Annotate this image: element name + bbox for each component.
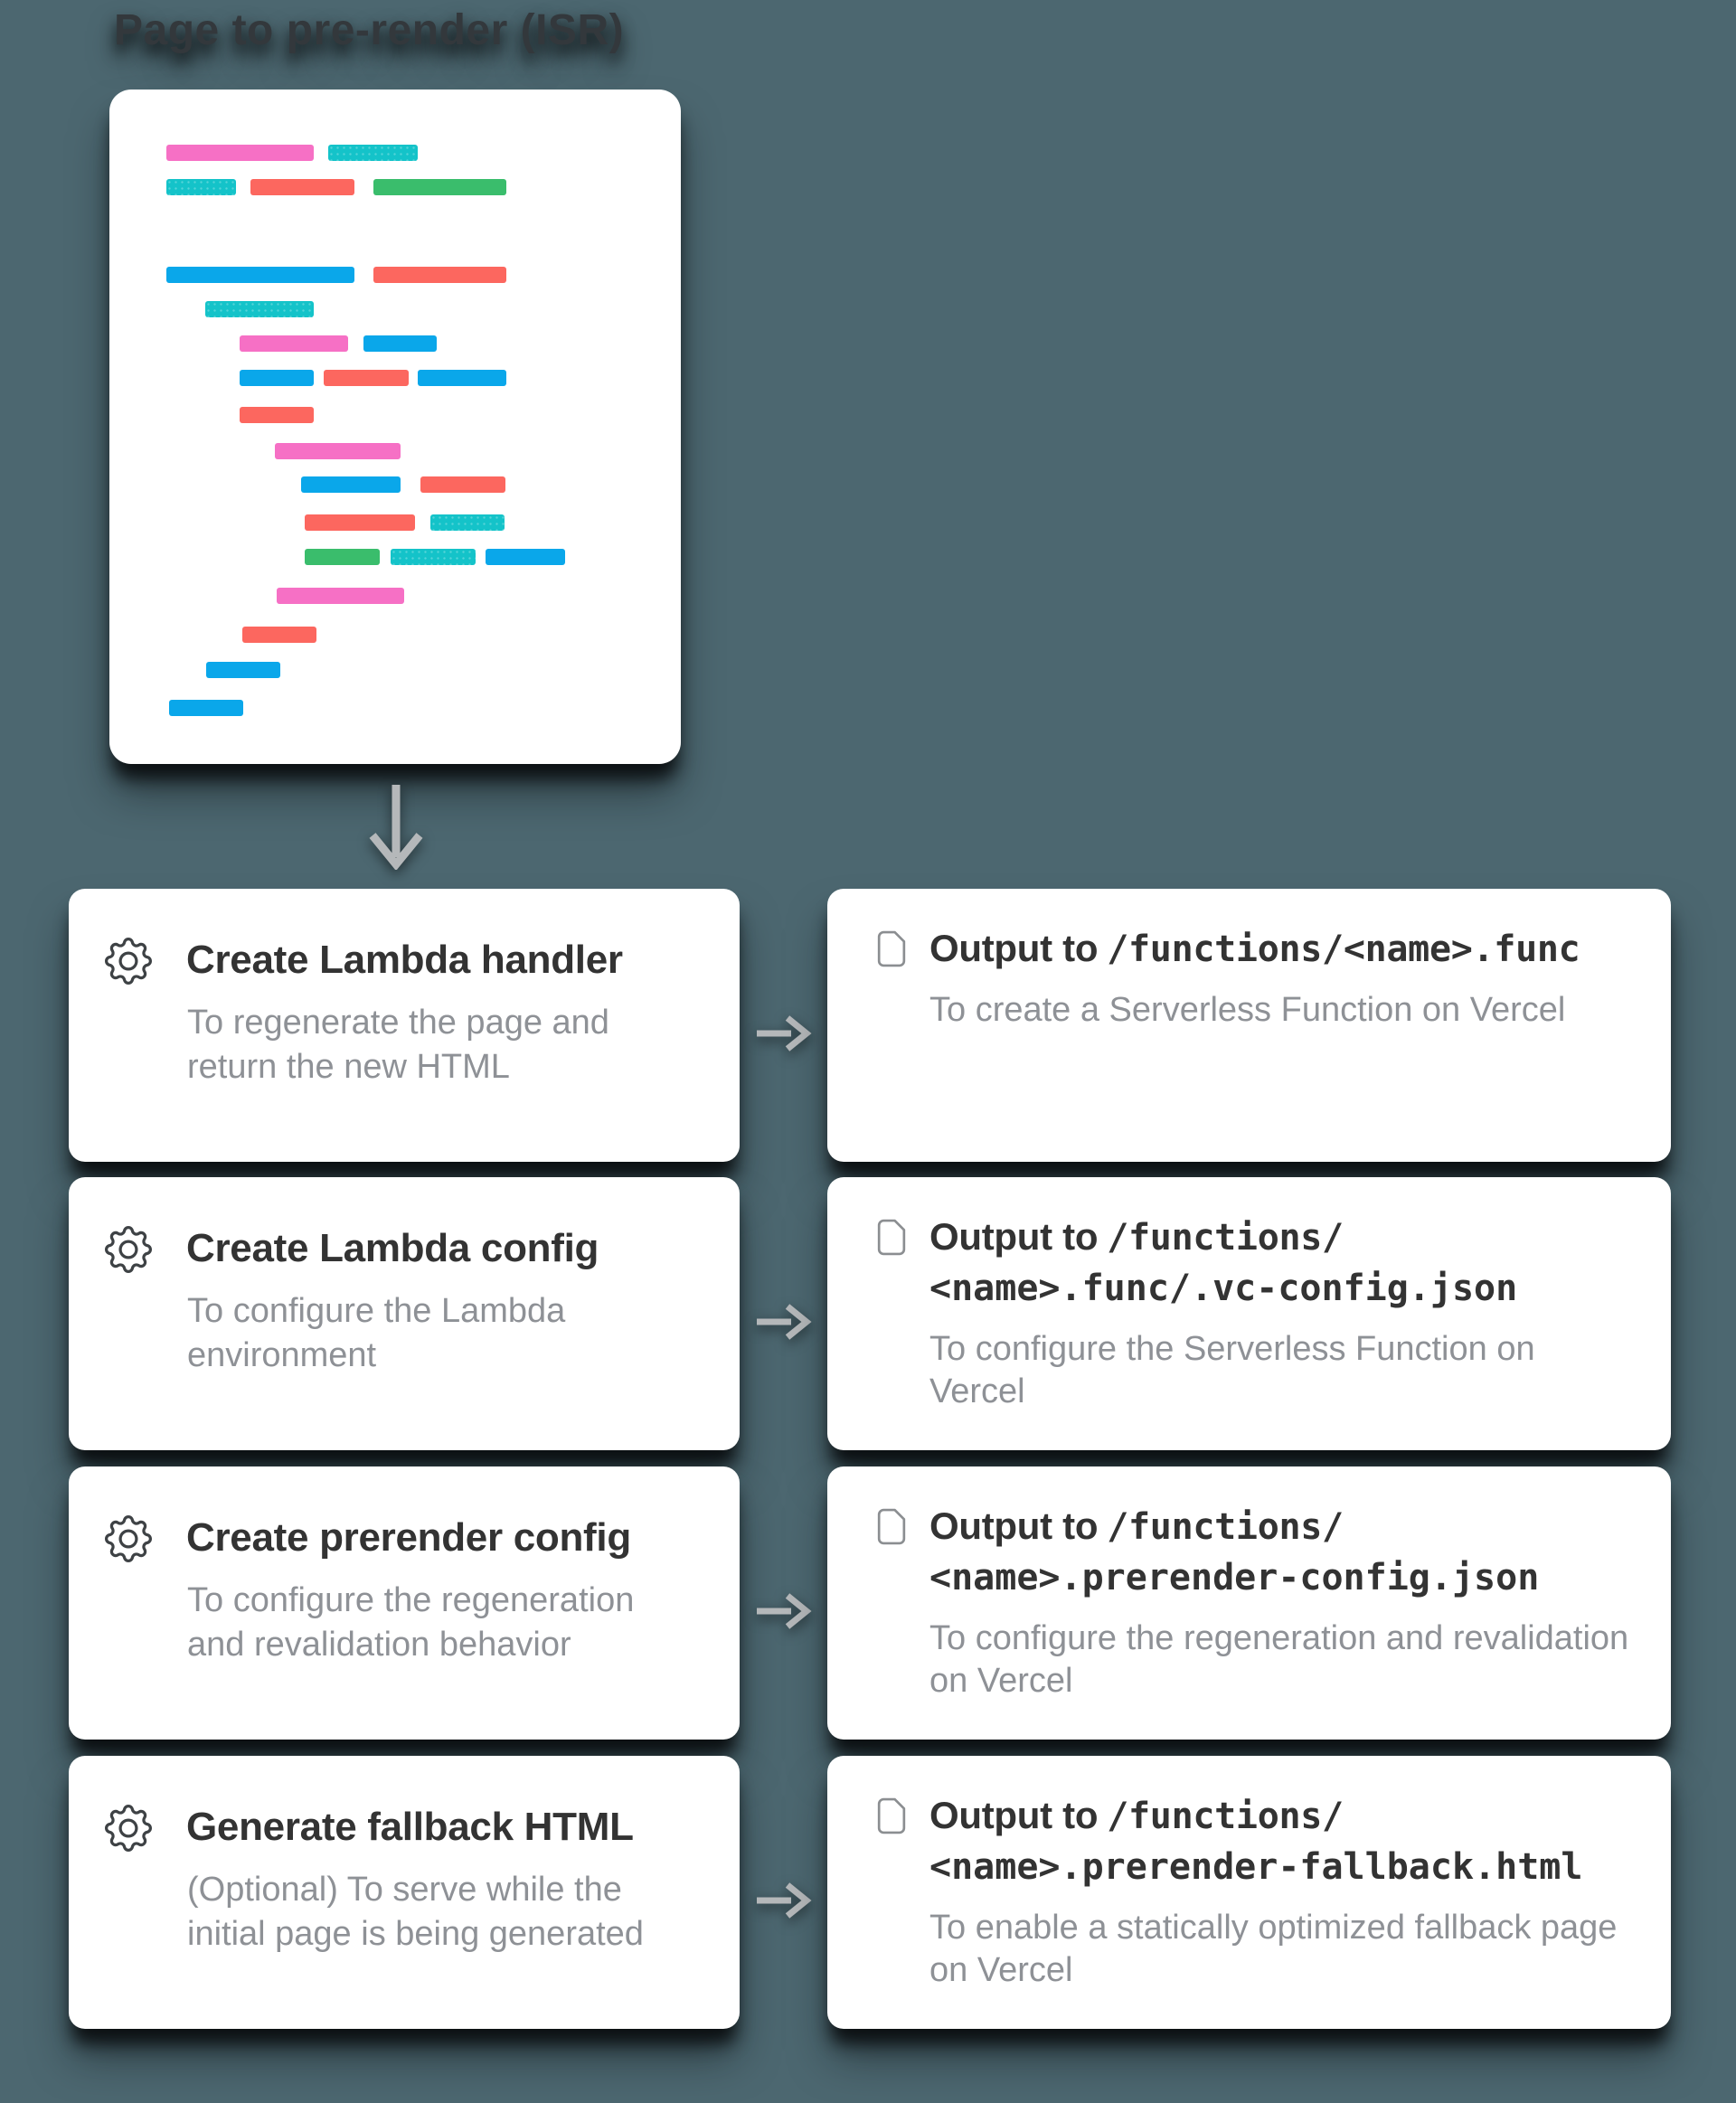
right-arrow-icon xyxy=(757,1304,812,1340)
code-bar xyxy=(250,179,354,195)
down-arrow-icon xyxy=(369,785,423,870)
output-card: Output to/functions/<name>.func To creat… xyxy=(827,889,1671,1162)
code-bar xyxy=(305,514,415,531)
code-bar xyxy=(240,407,314,423)
step-card: Create prerender config To configure the… xyxy=(69,1466,740,1740)
file-icon xyxy=(877,1797,906,1834)
code-bar xyxy=(324,370,409,386)
code-bar xyxy=(240,335,348,352)
flow-row: Create prerender config To configure the… xyxy=(0,1466,1736,1740)
output-title: Output to/functions/ xyxy=(929,1501,1635,1552)
gear-icon xyxy=(105,1226,152,1273)
code-bar xyxy=(166,267,354,283)
output-card: Output to/functions/ <name>.func/.vc-con… xyxy=(827,1177,1671,1450)
output-description: To configure the regeneration and revali… xyxy=(929,1619,1629,1700)
output-path: /functions/ xyxy=(1107,1217,1344,1259)
right-arrow-icon xyxy=(757,1882,812,1919)
flow-row: Create Lambda handler To regenerate the … xyxy=(0,889,1736,1162)
output-title: Output to/functions/ xyxy=(929,1212,1635,1263)
output-path: /functions/ xyxy=(1107,1506,1344,1548)
output-description: To configure the Serverless Function on … xyxy=(929,1330,1535,1410)
code-card xyxy=(109,90,681,764)
code-bar xyxy=(166,179,236,195)
step-title: Create Lambda config xyxy=(186,1226,599,1270)
page-title: Page to pre-render (ISR) xyxy=(114,6,625,54)
code-bar xyxy=(275,443,401,459)
code-bar xyxy=(166,145,314,161)
code-bar xyxy=(363,335,437,352)
output-path: /functions/<name>.func xyxy=(1107,929,1580,970)
output-path: /functions/ xyxy=(1107,1796,1344,1837)
output-path-line2: <name>.prerender-fallback.html xyxy=(929,1846,1583,1888)
right-arrow-icon xyxy=(757,1015,812,1052)
step-card: Create Lambda handler To regenerate the … xyxy=(69,889,740,1162)
file-icon xyxy=(877,930,906,967)
output-title-prefix: Output to xyxy=(929,1504,1099,1547)
output-title: Output to/functions/<name>.func xyxy=(929,923,1635,975)
output-card: Output to/functions/ <name>.prerender-co… xyxy=(827,1466,1671,1740)
file-icon xyxy=(877,1508,906,1545)
output-description: To enable a statically optimized fallbac… xyxy=(929,1909,1618,1989)
code-bar xyxy=(486,549,565,565)
output-title-prefix: Output to xyxy=(929,1794,1099,1836)
step-description: To configure the Lambda environment xyxy=(187,1292,566,1374)
code-bar xyxy=(328,145,418,161)
code-bar xyxy=(391,549,476,565)
file-icon xyxy=(877,1219,906,1256)
gear-icon xyxy=(105,1515,152,1562)
step-card: Generate fallback HTML (Optional) To ser… xyxy=(69,1756,740,2029)
code-bar xyxy=(301,476,401,493)
gear-icon xyxy=(105,1805,152,1852)
flow-row: Create Lambda config To configure the La… xyxy=(0,1177,1736,1450)
code-bar xyxy=(240,370,314,386)
code-bar xyxy=(277,588,404,604)
code-bar xyxy=(420,476,505,493)
output-description: To create a Serverless Function on Verce… xyxy=(929,991,1566,1029)
code-bar xyxy=(373,179,506,195)
step-card: Create Lambda config To configure the La… xyxy=(69,1177,740,1450)
output-card: Output to/functions/ <name>.prerender-fa… xyxy=(827,1756,1671,2029)
step-description: To configure the regeneration and revali… xyxy=(187,1581,635,1664)
output-path-line2: <name>.func/.vc-config.json xyxy=(929,1268,1518,1309)
step-title: Create Lambda handler xyxy=(186,938,623,982)
output-title-prefix: Output to xyxy=(929,927,1099,969)
code-bar xyxy=(373,267,506,283)
step-description: (Optional) To serve while the initial pa… xyxy=(187,1871,644,1953)
step-description: To regenerate the page and return the ne… xyxy=(187,1004,609,1086)
code-bar xyxy=(418,370,506,386)
code-bar xyxy=(169,700,243,716)
right-arrow-icon xyxy=(757,1593,812,1629)
step-title: Generate fallback HTML xyxy=(186,1805,634,1849)
code-bar xyxy=(430,514,505,531)
code-bar xyxy=(305,549,380,565)
output-path-line2: <name>.prerender-config.json xyxy=(929,1557,1540,1598)
gear-icon xyxy=(105,938,152,985)
code-bar xyxy=(206,662,280,678)
code-bar xyxy=(205,301,314,317)
output-title: Output to/functions/ xyxy=(929,1790,1635,1842)
step-title: Create prerender config xyxy=(186,1515,631,1560)
flow-row: Generate fallback HTML (Optional) To ser… xyxy=(0,1756,1736,2029)
output-title-prefix: Output to xyxy=(929,1215,1099,1258)
code-bar xyxy=(242,627,316,643)
